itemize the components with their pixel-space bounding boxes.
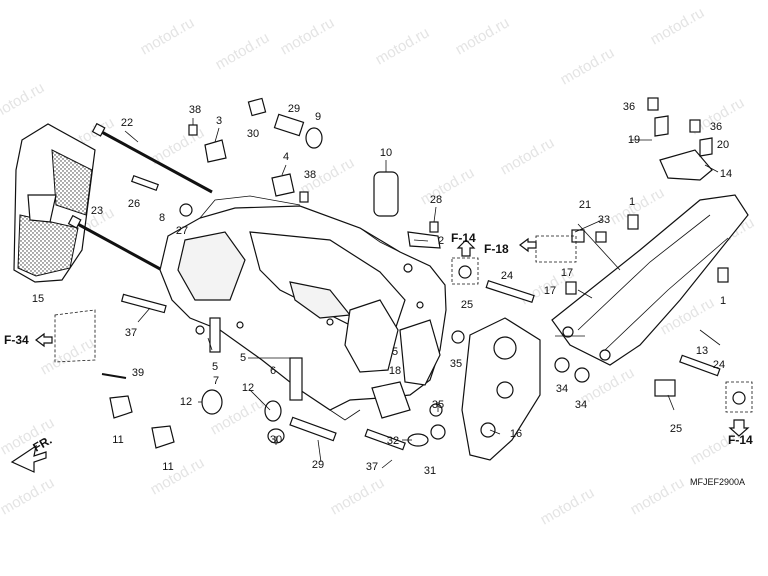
callout-label: 25 xyxy=(461,299,473,311)
watermark-text: motod.ru xyxy=(373,24,433,68)
callout-label: 5 xyxy=(392,346,398,358)
watermark-text: motod.ru xyxy=(628,474,688,518)
watermark-text: motod.ru xyxy=(0,79,47,123)
callout-label: 37 xyxy=(125,327,137,339)
watermark-text: motod.ru xyxy=(648,4,708,48)
callout-label: 11 xyxy=(162,461,173,473)
small-parts xyxy=(10,97,753,473)
part-side-plate xyxy=(461,317,541,461)
callout-label: 34 xyxy=(575,399,587,411)
callout-label: 13 xyxy=(696,345,708,357)
part-heat-shield xyxy=(13,123,96,283)
callout-label: 7 xyxy=(213,375,219,387)
callout-label: 35 xyxy=(450,358,462,370)
callout-label: 4 xyxy=(283,151,289,163)
callout-label: 24 xyxy=(501,270,513,282)
callout-label: 12 xyxy=(242,382,254,394)
diagram-code: MFJEF2900A xyxy=(690,477,745,487)
callout-label: 1 xyxy=(629,196,635,208)
callout-label: 12 xyxy=(180,396,192,408)
watermark-text: motod.ru xyxy=(498,134,558,178)
callout-label: 15 xyxy=(32,293,44,305)
leader-lines xyxy=(124,118,721,469)
callout-label: 34 xyxy=(556,383,568,395)
callout-label: 39 xyxy=(132,367,144,379)
callout-label: 27 xyxy=(176,225,188,237)
callout-label: 5 xyxy=(240,352,246,364)
callout-label: 30 xyxy=(247,128,259,140)
watermark-text: motod.ru xyxy=(453,14,513,58)
callout-label: 29 xyxy=(288,103,300,115)
part-long-bolts xyxy=(67,122,213,272)
callout-label: 17 xyxy=(544,285,556,297)
callout-label: 5 xyxy=(212,361,218,373)
callout-label: 33 xyxy=(598,214,610,226)
callout-label: 24 xyxy=(713,359,725,371)
watermark-text: motod.ru xyxy=(278,14,338,58)
callout-label: 11 xyxy=(112,434,123,446)
callout-label: 28 xyxy=(430,194,442,206)
callout-label: 1 xyxy=(720,295,726,307)
part-rear-subframe xyxy=(551,149,749,366)
part-main-frame xyxy=(159,195,447,421)
callout-label: 6 xyxy=(270,365,276,377)
watermark-text: motod.ru xyxy=(213,29,273,73)
reference-label: F-34 xyxy=(4,333,29,347)
watermark-text: motod.ru xyxy=(138,14,198,58)
reference-label: F-18 xyxy=(484,242,509,256)
reference-label: F-14 xyxy=(451,231,476,245)
watermark-text: motod.ru xyxy=(328,474,388,518)
watermark-text: motod.ru xyxy=(418,164,478,208)
callout-label: 23 xyxy=(91,205,103,217)
callout-label: 32 xyxy=(387,435,399,447)
watermark-text: motod.ru xyxy=(148,454,208,498)
callout-label: 36 xyxy=(623,101,635,113)
callout-label: 19 xyxy=(628,134,640,146)
callout-label: 10 xyxy=(380,147,392,159)
watermark-text: motod.ru xyxy=(558,44,618,88)
callout-label: 30 xyxy=(270,434,282,446)
watermark-text: motod.ru xyxy=(0,474,57,518)
callout-label: 2 xyxy=(438,235,444,247)
watermark-text: motod.ru xyxy=(538,484,598,528)
reference-arrows xyxy=(35,237,750,437)
callout-label: 14 xyxy=(720,168,732,180)
callout-label: 25 xyxy=(670,423,682,435)
reference-label: F-14 xyxy=(728,433,753,447)
callout-label: 21 xyxy=(579,199,591,211)
callout-label: 38 xyxy=(304,169,316,181)
callout-label: 9 xyxy=(315,111,321,123)
callout-label: 37 xyxy=(366,461,378,473)
callout-label: 3 xyxy=(216,115,222,127)
callout-label: 18 xyxy=(389,365,401,377)
callout-label: 31 xyxy=(424,465,436,477)
callout-label: 29 xyxy=(312,459,324,471)
callout-label: 36 xyxy=(710,121,722,133)
callout-label: 26 xyxy=(128,198,140,210)
callout-label: 17 xyxy=(561,267,573,279)
callout-label: 16 xyxy=(510,428,522,440)
callout-label: 8 xyxy=(159,212,165,224)
callout-label: 20 xyxy=(717,139,729,151)
callout-label: 38 xyxy=(189,104,201,116)
callout-label: 22 xyxy=(121,117,133,129)
callout-label: 35 xyxy=(432,399,444,411)
